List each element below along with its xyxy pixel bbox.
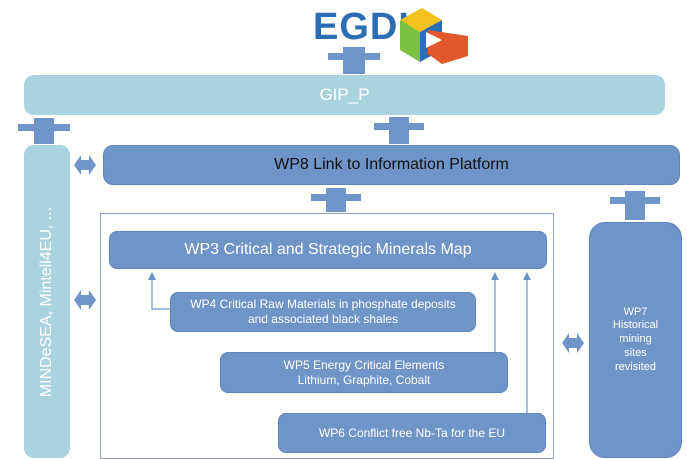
up-arrow-wp7 bbox=[610, 191, 660, 204]
wp5-line1: WP5 Energy Critical Elements bbox=[283, 357, 445, 372]
gip-p-box: GIP_P bbox=[24, 75, 665, 115]
wp7-box: WP7 Historical mining sites revisited bbox=[589, 222, 682, 458]
wp4-line2: and associated black shales bbox=[247, 312, 399, 326]
wp5-line2: Lithium, Graphite, Cobalt bbox=[297, 372, 431, 387]
wp5-box: WP5 Energy Critical Elements Lithium, Gr… bbox=[220, 352, 508, 393]
double-arrow-wp8 bbox=[74, 155, 96, 175]
wp4-line1: WP4 Critical Raw Materials in phosphate … bbox=[190, 297, 456, 311]
up-arrow-wp8 bbox=[311, 188, 361, 201]
wp7-line5: revisited bbox=[615, 360, 656, 373]
up-arrow-gip-left bbox=[18, 118, 70, 131]
wp8-box: WP8 Link to Information Platform bbox=[103, 145, 680, 185]
mindesea-box: MINDeSEA, Mintell4EU, ... bbox=[24, 145, 70, 458]
wp7-line1: WP7 bbox=[623, 305, 648, 318]
wp7-line2: Historical bbox=[612, 319, 659, 332]
wp7-line4: sites bbox=[624, 346, 647, 359]
egdi-logo-icon bbox=[400, 8, 468, 64]
up-arrow-gip-center bbox=[374, 117, 424, 130]
wp4-box: WP4 Critical Raw Materials in phosphate … bbox=[170, 292, 476, 332]
double-arrow-wp7 bbox=[562, 333, 584, 353]
wp7-line3: mining bbox=[619, 333, 652, 346]
double-arrow-mindesea bbox=[74, 290, 96, 310]
connector-wp4 bbox=[151, 278, 170, 310]
egdi-logo-text: EGDI bbox=[313, 6, 410, 48]
mindesea-label: MINDeSEA, Mintell4EU, ... bbox=[38, 206, 55, 397]
wp6-box: WP6 Conflict free Nb-Ta for the EU bbox=[278, 413, 546, 453]
wp3-box: WP3 Critical and Strategic Minerals Map bbox=[109, 231, 547, 269]
up-arrow-logo bbox=[328, 47, 380, 60]
